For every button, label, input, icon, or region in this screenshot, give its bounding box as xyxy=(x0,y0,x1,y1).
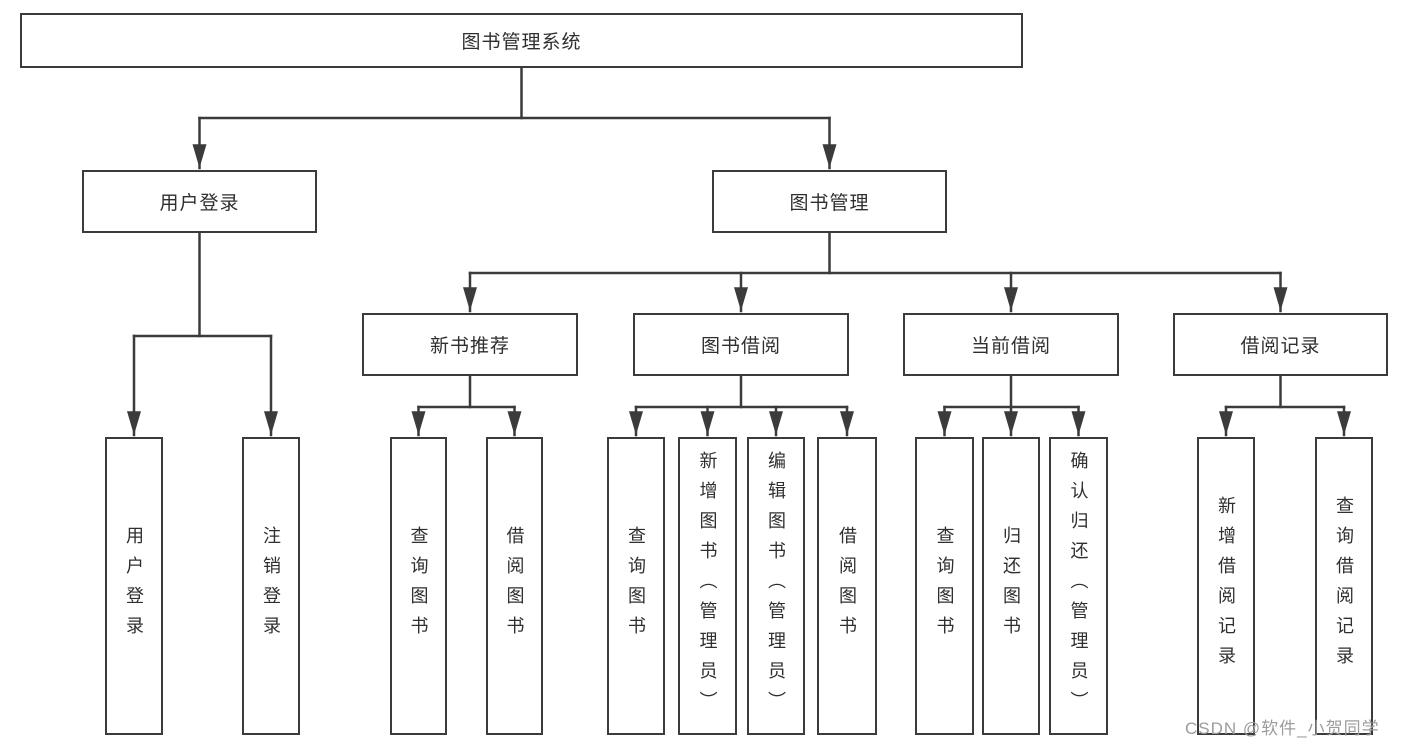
leaf-borrow-edit: 编辑图书（管理员） xyxy=(747,437,805,735)
node-book-borrow: 图书借阅 xyxy=(633,313,849,376)
leaf-logout: 注销登录 xyxy=(242,437,300,735)
leaf-records-add: 新增借阅记录 xyxy=(1197,437,1255,735)
node-user-login: 用户登录 xyxy=(82,170,317,233)
leaf-records-query: 查询借阅记录 xyxy=(1315,437,1373,735)
leaf-borrow-query: 查询图书 xyxy=(607,437,665,735)
leaf-current-confirm: 确认归还（管理员） xyxy=(1049,437,1108,735)
leaf-user-login-label: 用户登录 xyxy=(124,526,144,646)
leaf-current-return: 归还图书 xyxy=(982,437,1040,735)
node-borrow-records: 借阅记录 xyxy=(1173,313,1388,376)
node-new-books: 新书推荐 xyxy=(362,313,578,376)
node-current-borrow: 当前借阅 xyxy=(903,313,1119,376)
leaf-current-return-label: 归还图书 xyxy=(1001,526,1021,646)
leaf-borrow-add-label: 新增图书（管理员） xyxy=(697,451,718,721)
leaf-newbooks-borrow-label: 借阅图书 xyxy=(504,526,525,646)
leaf-borrow-borrow: 借阅图书 xyxy=(817,437,877,735)
leaf-logout-label: 注销登录 xyxy=(261,526,281,646)
leaf-current-query-label: 查询图书 xyxy=(934,526,955,646)
leaf-borrow-add: 新增图书（管理员） xyxy=(678,437,737,735)
leaf-current-confirm-label: 确认归还（管理员） xyxy=(1068,451,1089,721)
node-book-mgmt: 图书管理 xyxy=(712,170,947,233)
leaf-current-query: 查询图书 xyxy=(915,437,974,735)
leaf-records-add-label: 新增借阅记录 xyxy=(1216,496,1236,676)
csdn-watermark: CSDN @软件_小贺同学 xyxy=(1185,719,1380,738)
leaf-user-login: 用户登录 xyxy=(105,437,163,735)
leaf-newbooks-query-label: 查询图书 xyxy=(408,526,429,646)
node-root: 图书管理系统 xyxy=(20,13,1023,68)
leaf-borrow-query-label: 查询图书 xyxy=(626,526,646,646)
leaf-records-query-label: 查询借阅记录 xyxy=(1334,496,1354,676)
leaf-newbooks-borrow: 借阅图书 xyxy=(486,437,543,735)
leaf-borrow-edit-label: 编辑图书（管理员） xyxy=(766,451,786,721)
leaf-borrow-borrow-label: 借阅图书 xyxy=(837,526,857,646)
leaf-newbooks-query: 查询图书 xyxy=(390,437,447,735)
